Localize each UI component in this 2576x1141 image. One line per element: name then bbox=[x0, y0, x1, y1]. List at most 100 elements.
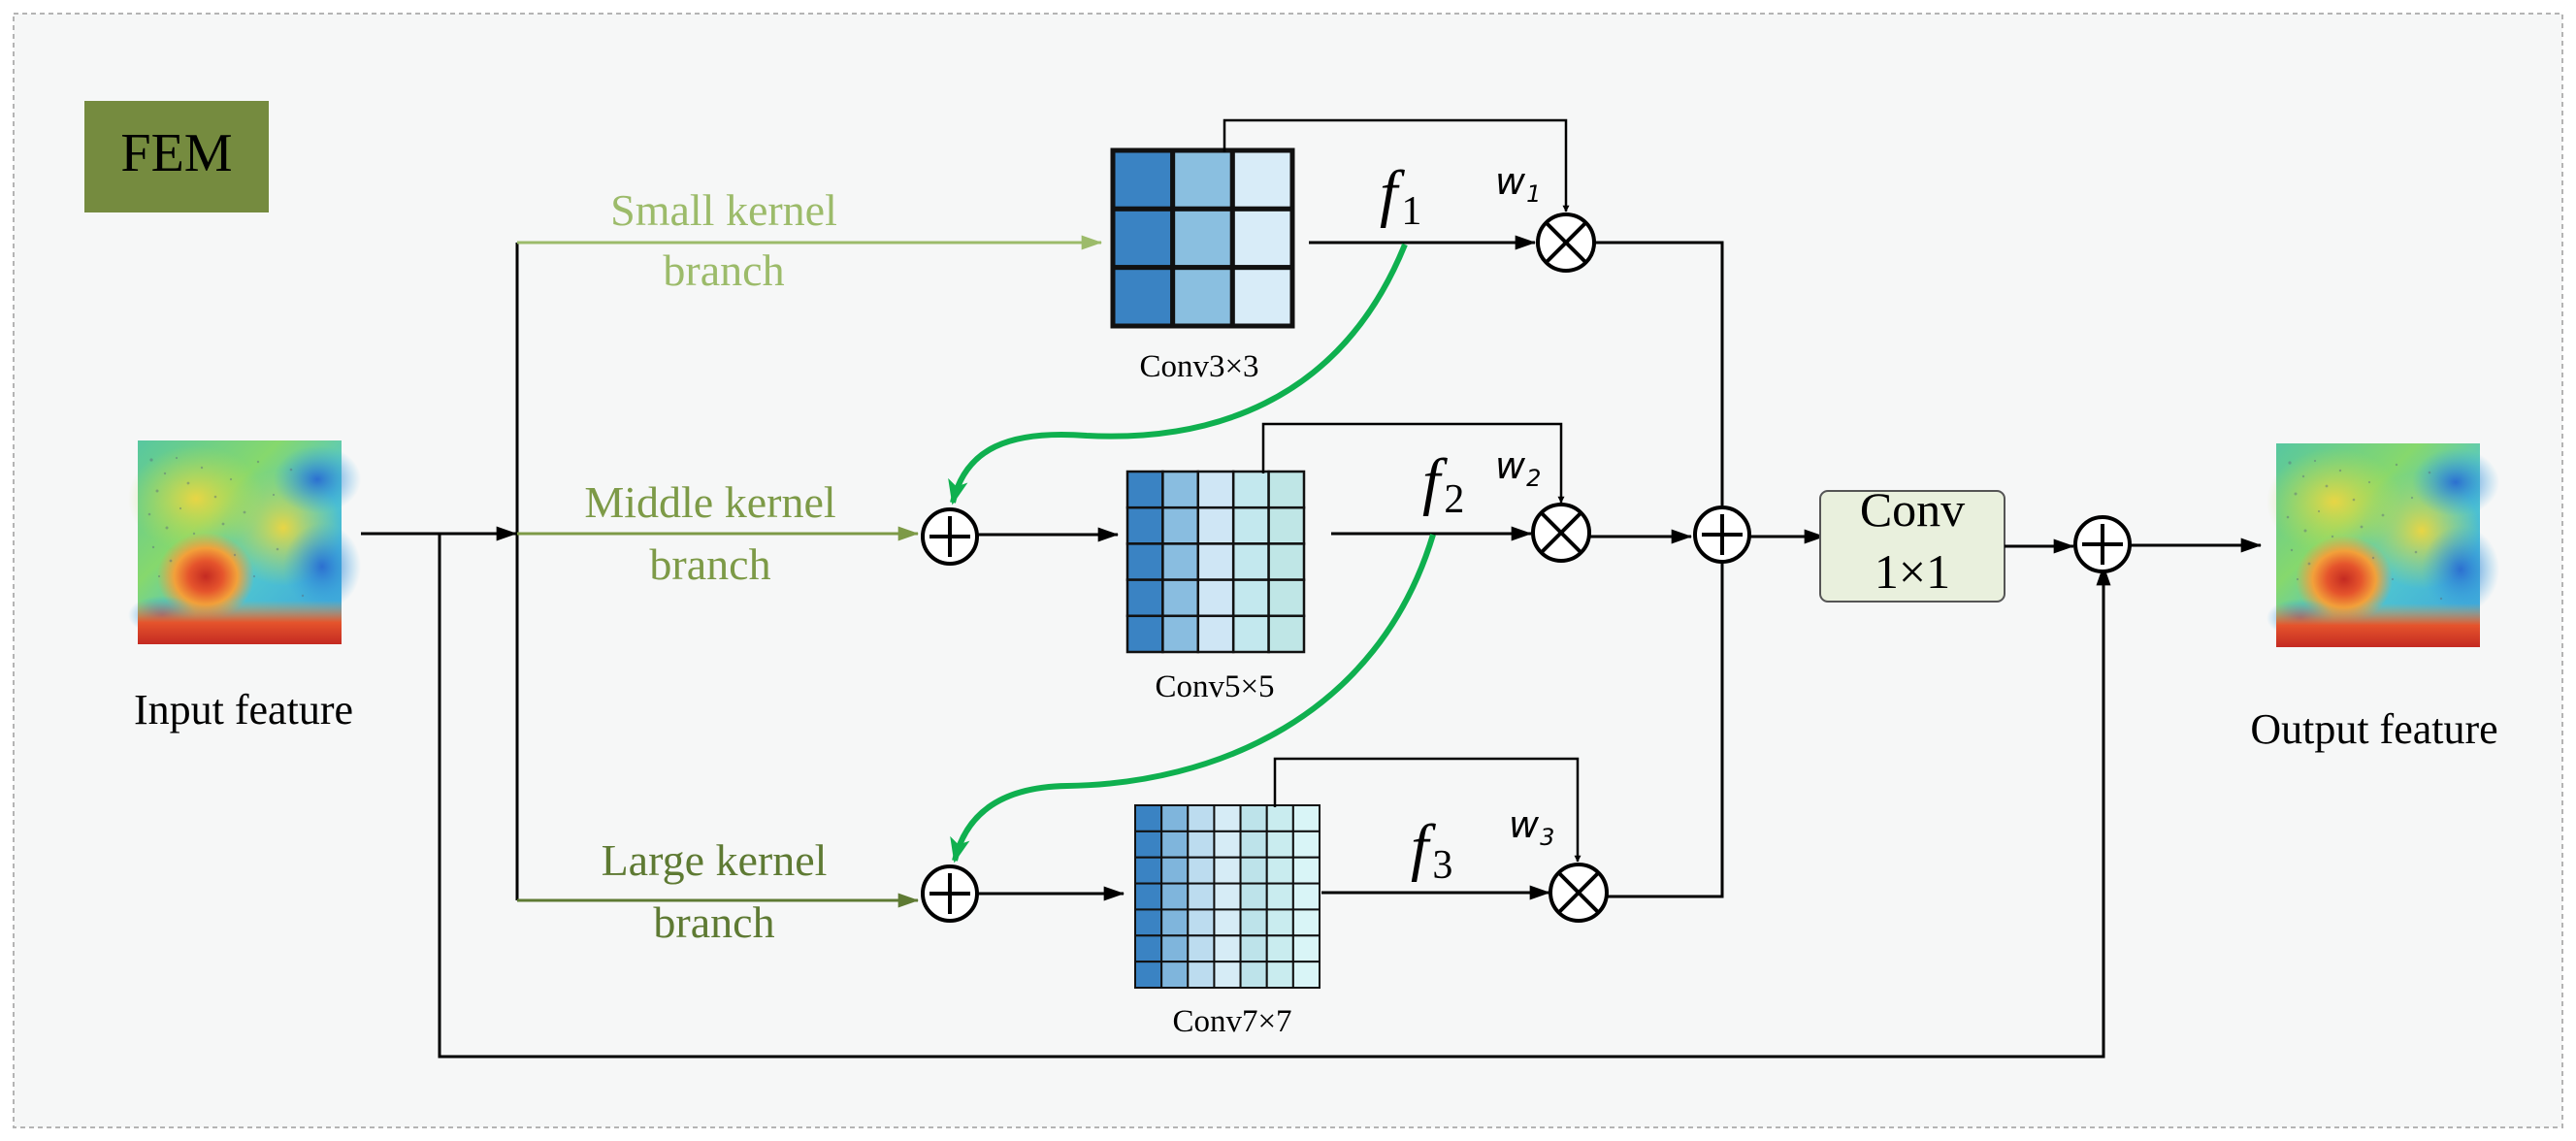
conv7-kernel-cell bbox=[1134, 882, 1163, 911]
conv7-kernel-cell bbox=[1239, 908, 1268, 937]
multiply-3-to-sum bbox=[1607, 562, 1724, 898]
conv5-kernel-cell bbox=[1267, 614, 1306, 654]
conv7-kernel-cell bbox=[1160, 961, 1190, 990]
conv7-kernel-cell bbox=[1160, 882, 1190, 911]
conv3-kernel-cell bbox=[1229, 265, 1295, 329]
multiply-1-icon bbox=[1536, 212, 1596, 273]
conv7-kernel-cell bbox=[1134, 908, 1163, 937]
residual-path bbox=[438, 534, 2111, 1059]
conv7-kernel-cell bbox=[1213, 830, 1242, 859]
conv5-kernel-cell bbox=[1231, 614, 1270, 654]
conv7-kernel-cell bbox=[1187, 961, 1216, 990]
conv7-kernel-cell bbox=[1239, 882, 1268, 911]
conv5x5-label: Conv5×5 bbox=[1155, 669, 1274, 704]
conv5-kernel-cell bbox=[1231, 470, 1270, 509]
conv5-kernel-cell bbox=[1125, 470, 1164, 509]
multiply-2-icon bbox=[1531, 503, 1591, 563]
fem-badge bbox=[84, 101, 269, 212]
f2-to-large-add-arrow bbox=[950, 534, 1436, 864]
conv7-kernel-cell bbox=[1291, 882, 1321, 911]
conv5-kernel-cell bbox=[1125, 578, 1164, 618]
conv7-kernel-cell bbox=[1291, 804, 1321, 832]
conv7x7-label: Conv7×7 bbox=[1172, 1004, 1291, 1039]
conv7-kernel-cell bbox=[1187, 934, 1216, 963]
input-feature-label: Input feature bbox=[134, 686, 353, 734]
conv3-kernel-cell bbox=[1170, 265, 1235, 329]
middle-branch-label-line2: branch bbox=[649, 539, 770, 589]
conv7-kernel-cell bbox=[1291, 961, 1321, 990]
conv5-kernel-cell bbox=[1161, 578, 1200, 618]
large-add-icon bbox=[921, 864, 979, 923]
conv7-kernel-cell bbox=[1291, 830, 1321, 859]
conv7-kernel-cell bbox=[1213, 856, 1242, 885]
conv7-kernel-cell bbox=[1187, 908, 1216, 937]
conv5-kernel-cell bbox=[1231, 505, 1270, 545]
large-branch-label-line1: Large kernel bbox=[602, 835, 828, 885]
conv7-kernel-cell bbox=[1160, 830, 1190, 859]
conv5-kernel-cell bbox=[1196, 542, 1235, 581]
conv7-kernel-cell bbox=[1291, 934, 1321, 963]
conv5-kernel-cell bbox=[1161, 614, 1200, 654]
conv5-kernel-cell bbox=[1267, 578, 1306, 618]
conv7-kernel-cell bbox=[1160, 908, 1190, 937]
conv5-kernel-cell bbox=[1125, 614, 1164, 654]
small-branch-label-line1: Small kernel bbox=[610, 185, 837, 235]
conv7-kernel-cell bbox=[1187, 856, 1216, 885]
conv7-kernel-cell bbox=[1187, 830, 1216, 859]
middle-add-icon bbox=[921, 507, 979, 566]
conv1x1-label-line2: 1×1 bbox=[1875, 544, 1950, 599]
conv7-kernel-cell bbox=[1239, 830, 1268, 859]
conv7-kernel-cell bbox=[1187, 804, 1216, 832]
conv3-kernel-cell bbox=[1229, 206, 1295, 271]
conv7-kernel-cell bbox=[1187, 882, 1216, 911]
conv7-kernel-cell bbox=[1134, 934, 1163, 963]
conv7-kernel-cell bbox=[1213, 908, 1242, 937]
w2-label: w2 bbox=[1495, 444, 1541, 492]
conv5-kernel-cell bbox=[1231, 542, 1270, 581]
conv7-kernel-cell bbox=[1134, 830, 1163, 859]
conv7-kernel-cell bbox=[1265, 908, 1294, 937]
conv5-kernel-cell bbox=[1196, 470, 1235, 509]
small-branch-label-line2: branch bbox=[663, 245, 784, 295]
middle-branch-label-line1: Middle kernel bbox=[584, 477, 835, 527]
conv5-kernel-cell bbox=[1267, 542, 1306, 581]
multiply-3-icon bbox=[1549, 863, 1609, 923]
conv7-kernel-cell bbox=[1239, 856, 1268, 885]
conv3-kernel-cell bbox=[1110, 147, 1176, 212]
conv7-kernel-cell bbox=[1239, 804, 1268, 832]
conv5-kernel-cell bbox=[1161, 505, 1200, 545]
conv7-kernel-cell bbox=[1265, 961, 1294, 990]
conv7-kernel-cell bbox=[1265, 882, 1294, 911]
w3-path bbox=[1273, 757, 1581, 863]
conv3x3-kernel-grid bbox=[1110, 147, 1295, 329]
conv5-kernel-cell bbox=[1125, 542, 1164, 581]
conv3-kernel-cell bbox=[1110, 206, 1176, 271]
conv7-kernel-cell bbox=[1160, 856, 1190, 885]
conv7-kernel-cell bbox=[1239, 961, 1268, 990]
conv5-kernel-cell bbox=[1161, 470, 1200, 509]
conv5-kernel-cell bbox=[1125, 505, 1164, 545]
conv7-kernel-cell bbox=[1265, 934, 1294, 963]
conv5-kernel-cell bbox=[1231, 578, 1270, 618]
conv5-kernel-cell bbox=[1267, 470, 1306, 509]
conv7-kernel-cell bbox=[1213, 882, 1242, 911]
conv7-kernel-cell bbox=[1213, 934, 1242, 963]
residual-add-icon bbox=[2073, 515, 2132, 573]
conv3-kernel-cell bbox=[1170, 206, 1235, 271]
conv5-kernel-cell bbox=[1196, 578, 1235, 618]
fem-title: FEM bbox=[120, 123, 232, 183]
conv7x7-kernel-grid bbox=[1134, 804, 1321, 990]
multiply-1-to-sum bbox=[1594, 241, 1724, 505]
conv7-kernel-cell bbox=[1265, 856, 1294, 885]
conv7-kernel-cell bbox=[1134, 961, 1163, 990]
conv3-kernel-cell bbox=[1110, 265, 1176, 329]
conv5-kernel-cell bbox=[1196, 505, 1235, 545]
w1-path bbox=[1223, 118, 1570, 212]
input-feature-map bbox=[128, 440, 361, 644]
w3-label: w3 bbox=[1509, 803, 1554, 851]
conv7-kernel-cell bbox=[1239, 934, 1268, 963]
w2-path bbox=[1261, 422, 1565, 504]
conv3x3-label: Conv3×3 bbox=[1139, 349, 1258, 384]
